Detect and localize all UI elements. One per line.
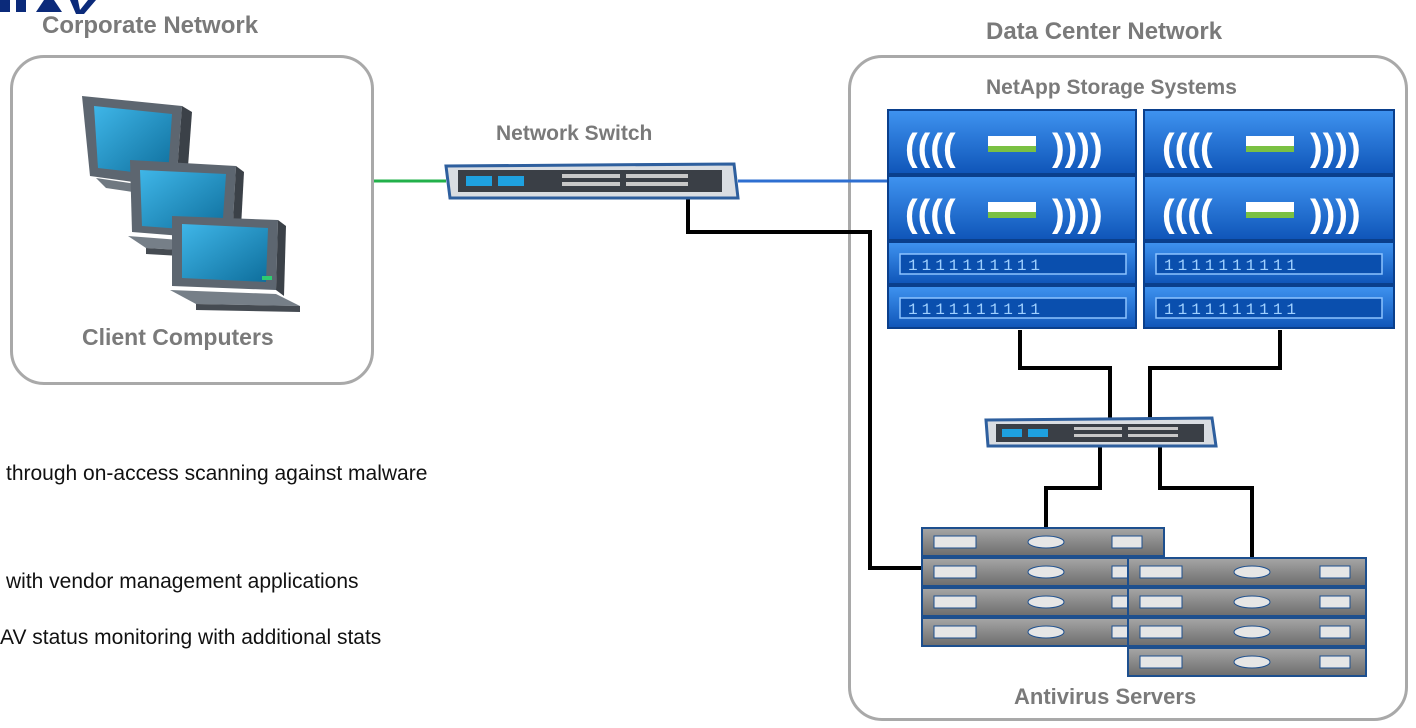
- netapp-storage-label: NetApp Storage Systems: [986, 76, 1237, 99]
- svg-text:)))): )))): [1310, 193, 1361, 235]
- corporate-network-title: Corporate Network: [42, 12, 259, 39]
- svg-text:1111111111: 1111111111: [1164, 257, 1300, 275]
- svg-text:1111111111: 1111111111: [1164, 301, 1300, 319]
- svg-text:1111111111: 1111111111: [908, 301, 1044, 319]
- antivirus-servers-label: Antivirus Servers: [1014, 684, 1197, 709]
- storage-right-to-dc-switch-link: [1148, 330, 1282, 420]
- client-computer-3: [170, 216, 300, 312]
- svg-text:)))): )))): [1310, 127, 1361, 169]
- bullet-text-2: with vendor management applications: [6, 570, 359, 593]
- bullet-text-3: AV status monitoring with additional sta…: [0, 626, 382, 649]
- client-computers-label: Client Computers: [82, 324, 274, 350]
- svg-text:((((: ((((: [1162, 193, 1213, 235]
- svg-text:1111111111: 1111111111: [908, 257, 1044, 275]
- dc-switch-to-av-right-link: [1158, 446, 1254, 558]
- datacenter-switch: [984, 416, 1218, 448]
- svg-text:)))): )))): [1052, 127, 1103, 169]
- dc-switch-to-av-left-link: [1044, 446, 1102, 528]
- storage-left-to-dc-switch-link: [1018, 330, 1112, 420]
- network-switch-label: Network Switch: [496, 122, 653, 145]
- main-network-switch: [444, 162, 740, 200]
- datacenter-network-title: Data Center Network: [986, 18, 1223, 45]
- cropped-heading-glyphs: [0, 0, 96, 14]
- svg-text:)))): )))): [1052, 193, 1103, 235]
- switch-to-antivirus-link: [686, 198, 922, 570]
- netapp-storage-right: (((( )))) (((( )))) 1111111111 111111111…: [1143, 109, 1395, 329]
- antivirus-server-stack-2: [1127, 557, 1367, 677]
- cropped-heading-fragment: [0, 0, 110, 14]
- svg-text:((((: ((((: [905, 127, 956, 169]
- svg-text:((((: ((((: [1162, 127, 1213, 169]
- svg-text:((((: ((((: [905, 193, 956, 235]
- bullet-text-1: through on-access scanning against malwa…: [6, 462, 428, 485]
- netapp-storage-left: (((( )))) (((( )))) 1111111111 111111111…: [887, 109, 1137, 329]
